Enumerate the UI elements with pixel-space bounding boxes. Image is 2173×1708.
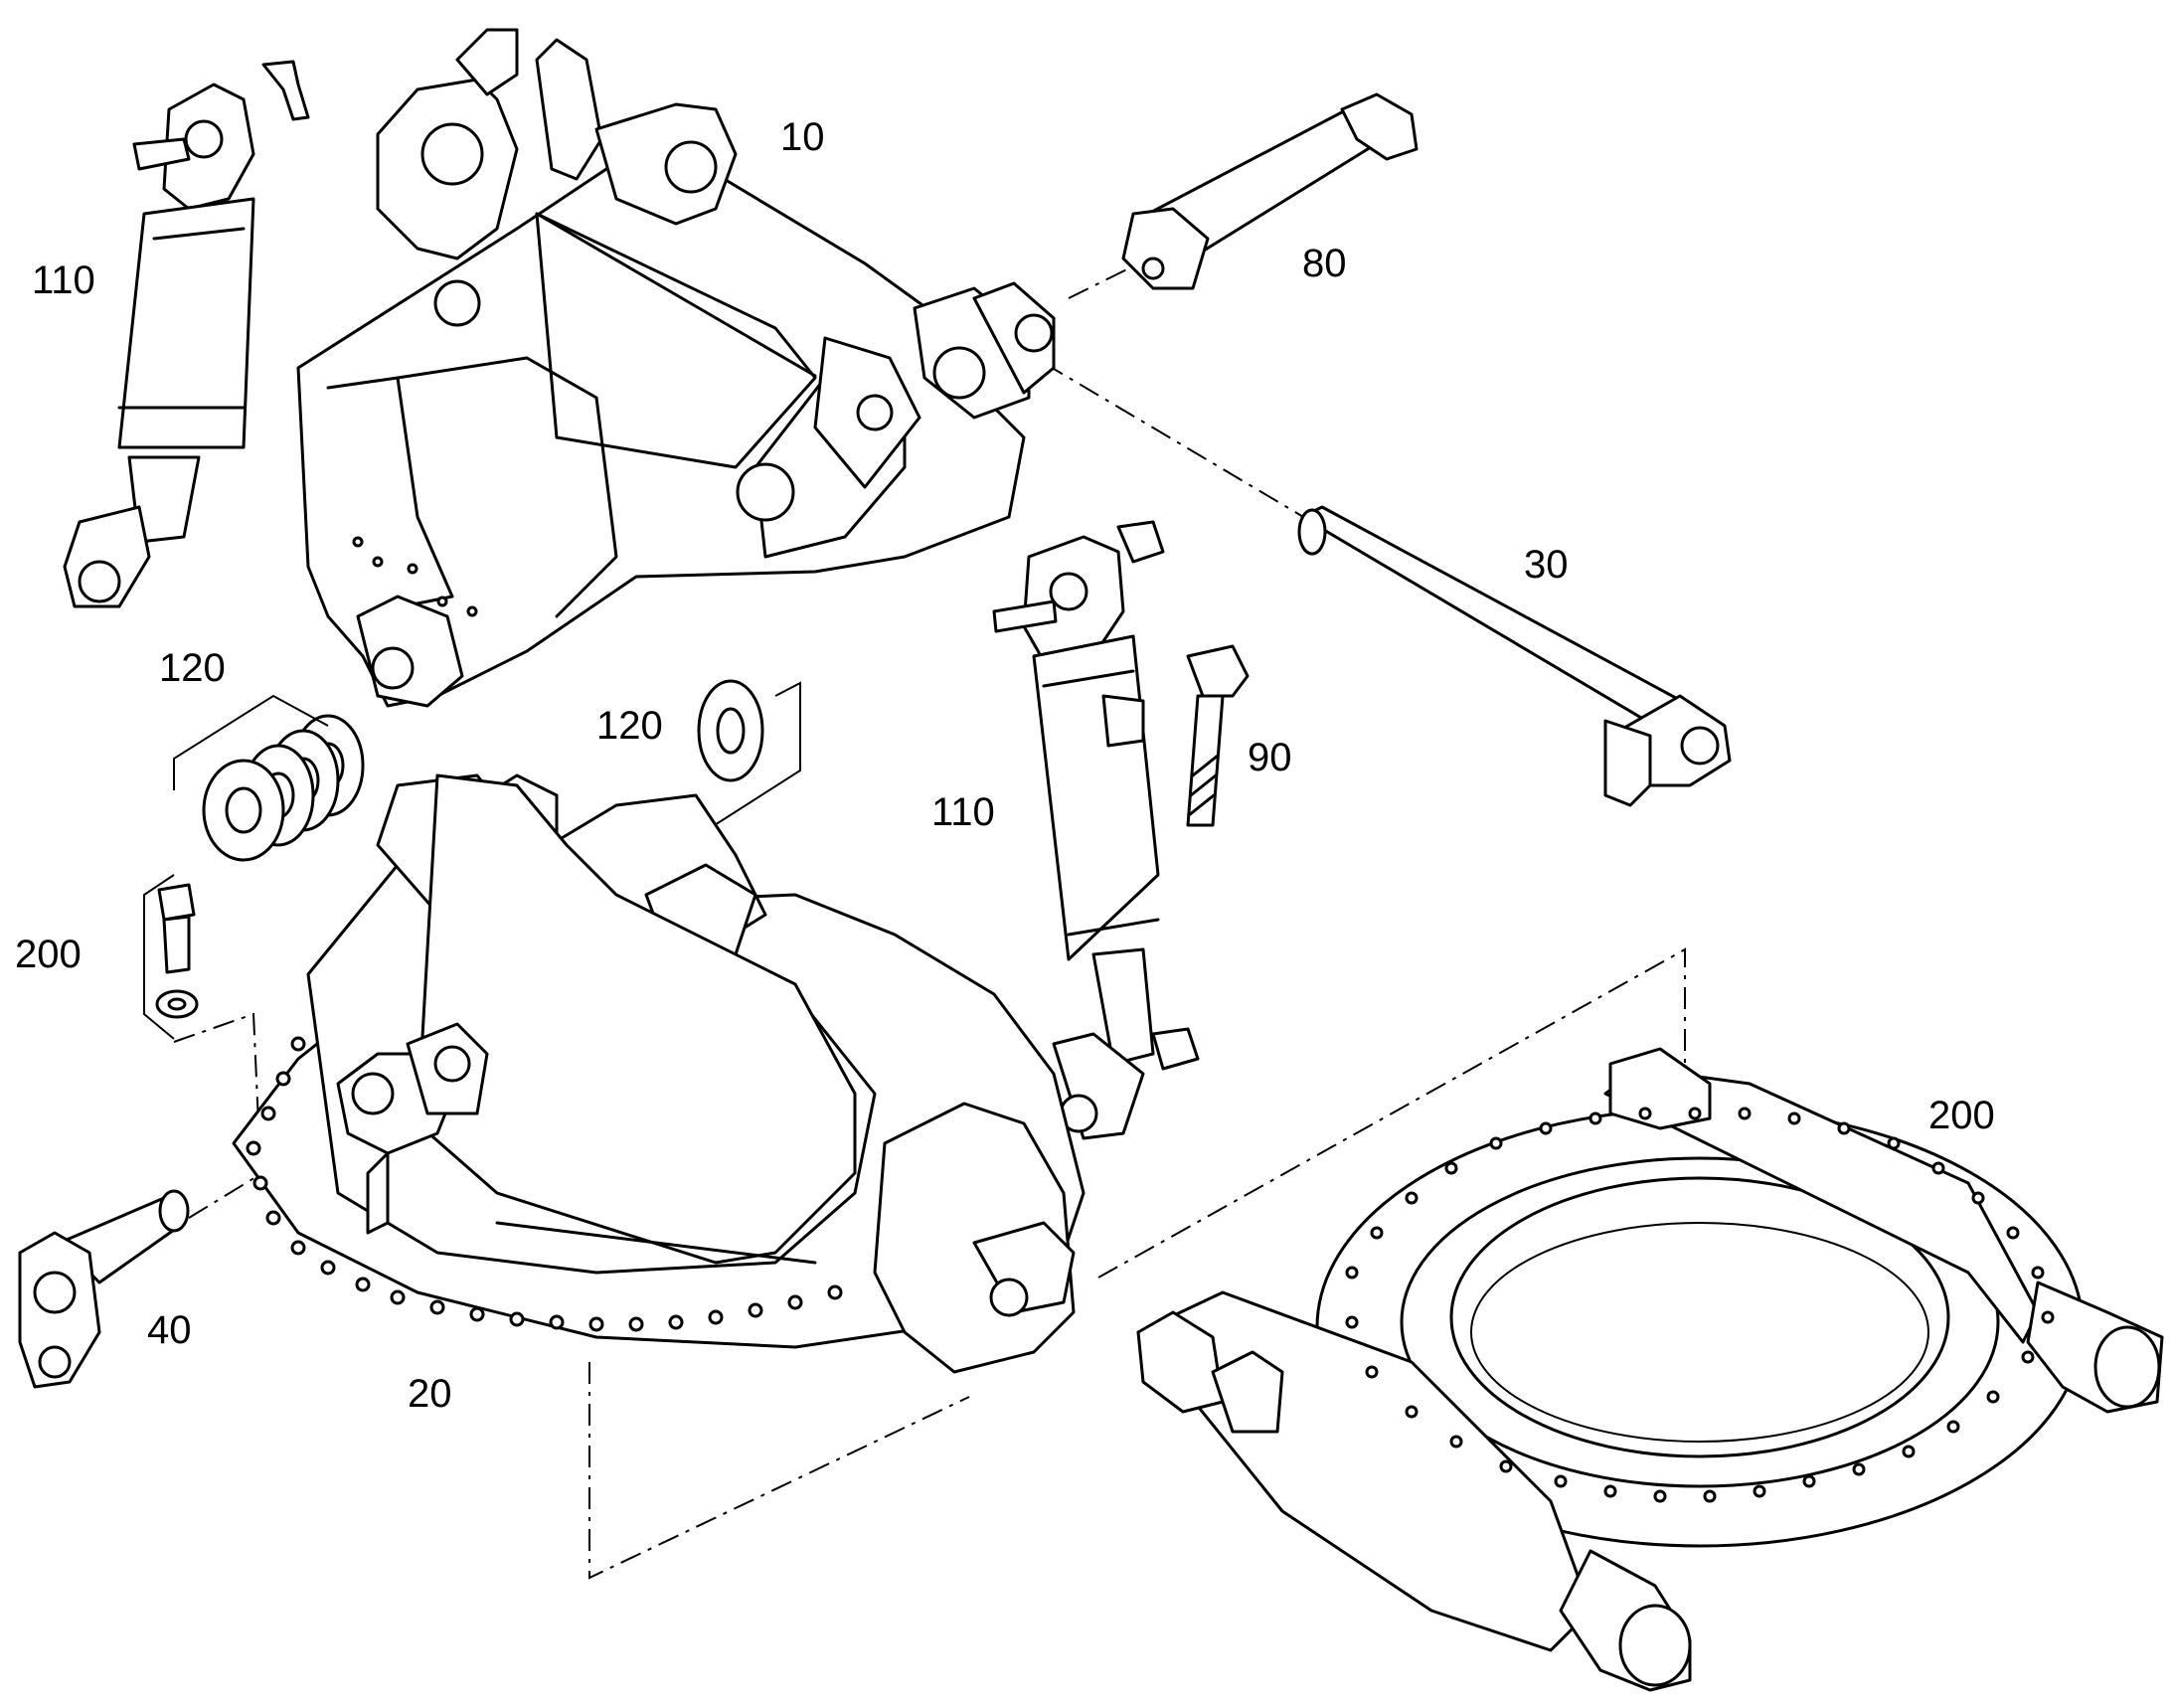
part-110-left-cylinder (63, 60, 310, 608)
part-120-mid-washer (620, 679, 801, 886)
callout-80: 80 (1302, 242, 1347, 285)
part-80-pin (1121, 92, 1419, 290)
part-30-pin (1297, 505, 1732, 807)
callout-90: 90 (1248, 736, 1292, 779)
callout-120-mid: 120 (596, 704, 663, 748)
callout-110-mid: 110 (931, 790, 995, 834)
part-20-base (232, 773, 1086, 1374)
callout-10: 10 (780, 115, 825, 159)
part-120-left-washers (173, 694, 365, 862)
part-110-mid-cylinder (992, 520, 1200, 1140)
part-200-left-bolt (143, 874, 199, 1040)
part-40-pin (18, 1189, 190, 1389)
callout-20: 20 (408, 1372, 452, 1416)
callout-30: 30 (1524, 543, 1569, 587)
part-200-slewing-ring (1136, 1047, 2164, 1692)
callout-40: 40 (147, 1308, 192, 1352)
part-90-fitting (1186, 644, 1250, 827)
callout-200-left: 200 (15, 933, 82, 976)
flange-bolt-holes (246, 1036, 843, 1332)
ring-bolt-holes (1345, 1107, 2055, 1503)
callout-120-left: 120 (159, 646, 226, 690)
part-10-frame (296, 28, 1056, 708)
callout-200-right: 200 (1928, 1094, 1995, 1137)
callout-110-left: 110 (32, 258, 95, 302)
